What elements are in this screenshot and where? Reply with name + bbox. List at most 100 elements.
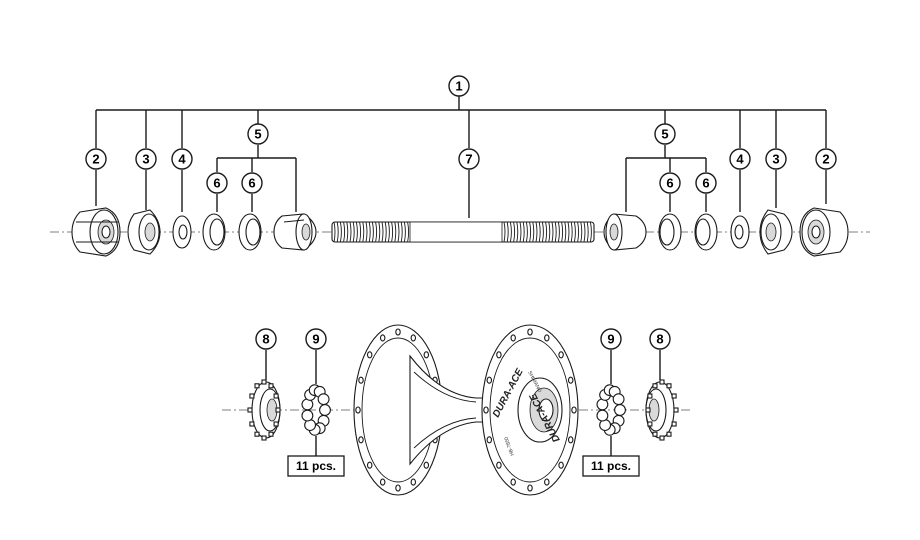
axle-thread-line [371, 221, 374, 243]
hub-body: DURA-ACE DURA-ACE SHIMANO HB-7850 [353, 324, 579, 496]
axle-thread-line [506, 221, 509, 243]
cap-tooth [268, 383, 274, 389]
callout-2-left: 2 [85, 148, 107, 170]
axle-thread-line [567, 221, 570, 243]
bearing-ball [301, 409, 314, 422]
cap-tooth [273, 421, 279, 427]
spoke-hole [483, 406, 489, 414]
spoke-hole [423, 461, 430, 469]
callout-8-left: 8 [255, 328, 277, 350]
ball-bearings-right [596, 384, 626, 436]
axle-thread-line [561, 221, 564, 243]
cap-tooth [659, 435, 665, 441]
spoke-hole [558, 461, 564, 469]
axle-thread-line [580, 221, 583, 243]
cap-tooth [645, 407, 651, 413]
svg-text:7: 7 [465, 152, 472, 167]
cone-nut-right [759, 209, 793, 255]
spoke-hole [395, 484, 401, 492]
axle-thread-line [378, 221, 381, 243]
spoke-hole [358, 436, 364, 444]
locknut-right [799, 207, 849, 257]
svg-text:11 pcs.: 11 pcs. [296, 459, 336, 473]
part-leaders-top [95, 170, 827, 218]
callout-8-right: 8 [649, 328, 671, 350]
callout-6b-left: 6 [241, 172, 263, 194]
axle-thread-line [589, 221, 592, 243]
spoke-hole [496, 351, 502, 359]
spoke-hole [395, 328, 401, 336]
bearing-ball [612, 393, 625, 406]
svg-text:11 pcs.: 11 pcs. [591, 459, 631, 473]
bearing-ball [596, 409, 609, 422]
spoke-hole [496, 461, 502, 469]
spacer-sleeve-right [603, 213, 647, 251]
spacer-ring-6a-right [658, 213, 682, 251]
cap-tooth [671, 393, 677, 399]
axle-thread-line [346, 221, 349, 243]
part-leaders-bottom [265, 350, 661, 456]
svg-text:8: 8 [262, 332, 269, 347]
axle-thread-line [573, 221, 576, 243]
axle-thread-line [349, 221, 352, 243]
cap-tooth [652, 431, 658, 437]
svg-text:5: 5 [661, 127, 668, 142]
axle-thread-line [336, 221, 339, 243]
cap-tooth [673, 407, 679, 413]
cap-tooth [249, 393, 255, 399]
axle-thread-line [403, 221, 406, 243]
callout-9-left: 9 [305, 328, 327, 350]
svg-text:1: 1 [455, 79, 462, 94]
cap-tooth [659, 379, 665, 385]
spoke-hole [567, 436, 574, 444]
bearing-ball [614, 404, 626, 416]
cap-tooth [275, 407, 281, 413]
axle-thread-line [586, 221, 589, 243]
spoke-hole [423, 351, 430, 359]
axle-thread-line [522, 221, 525, 243]
axle-thread-line [352, 221, 355, 243]
axle-thread-line [577, 221, 580, 243]
axle-thread-line [513, 221, 516, 243]
svg-text:4: 4 [178, 152, 186, 167]
callout-7: 7 [458, 148, 480, 170]
axle-thread-line [583, 221, 586, 243]
axle-thread-line [400, 221, 403, 243]
dust-cap-left [247, 379, 281, 441]
axle-thread-line [545, 221, 548, 243]
axle-thread-line [564, 221, 567, 243]
svg-text:2: 2 [822, 152, 829, 167]
axle-thread-line [535, 221, 538, 243]
axle-thread-line [541, 221, 544, 243]
ball-bearings-left [301, 384, 331, 436]
callout-6a-left: 6 [206, 172, 228, 194]
axle-thread-line [359, 221, 362, 243]
axle-thread-line [368, 221, 371, 243]
axle-thread-line [355, 221, 358, 243]
svg-text:9: 9 [607, 332, 614, 347]
axle-thread-line [503, 221, 506, 243]
callout-1-leaders [95, 96, 827, 148]
bearing-ball [317, 393, 330, 406]
spoke-hole [544, 478, 550, 486]
spoke-hole [571, 406, 577, 414]
axle-thread-line [387, 221, 390, 243]
axle-thread-line [407, 221, 410, 243]
callout-9-right: 9 [600, 328, 622, 350]
spoke-hole [358, 376, 364, 384]
callout-1: 1 [448, 75, 470, 97]
axle-thread-line [519, 221, 522, 243]
callout-5-right-leaders [625, 145, 707, 212]
spoke-hole [410, 478, 417, 486]
cap-tooth [647, 393, 653, 399]
axle-thread-line [365, 221, 368, 243]
spoke-hole [567, 376, 574, 384]
cap-tooth [254, 431, 260, 437]
axle-thread-line [554, 221, 557, 243]
axle-thread-line [375, 221, 378, 243]
axle-thread-line [343, 221, 346, 243]
axle-thread-line [570, 221, 573, 243]
spoke-hole [527, 328, 533, 336]
